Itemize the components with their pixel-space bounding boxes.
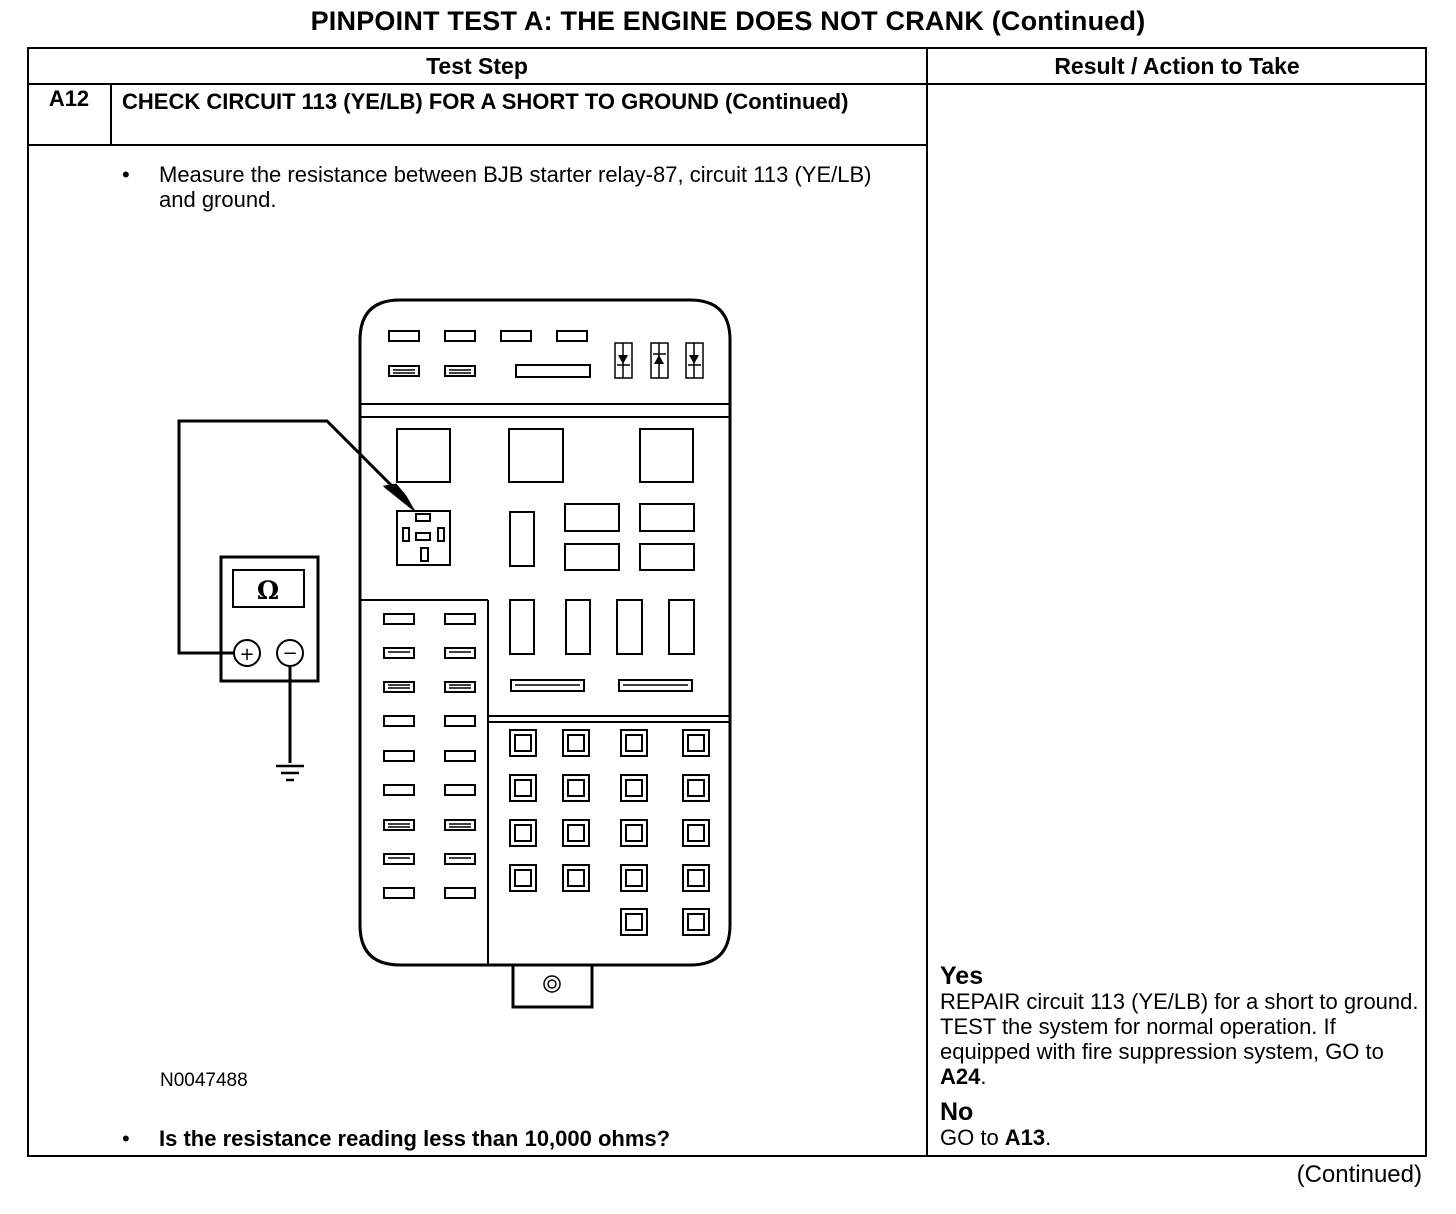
test-step-header: Test Step xyxy=(426,53,528,79)
figure-id: N0047488 xyxy=(160,1070,248,1091)
ohmmeter xyxy=(219,555,320,683)
mount-tab xyxy=(511,963,594,1009)
column-divider xyxy=(926,47,928,1157)
result-yes: Yes REPAIR circuit 113 (YE/LB) for a sho… xyxy=(940,963,1420,1089)
result-no: No GO to A13. xyxy=(940,1099,1420,1150)
page-title: PINPOINT TEST A: THE ENGINE DOES NOT CRA… xyxy=(310,6,1146,36)
ground-symbol-icon xyxy=(276,764,304,782)
no-heading: No xyxy=(940,1098,974,1126)
relays xyxy=(396,428,695,692)
yes-action: REPAIR circuit 113 (YE/LB) for a short t… xyxy=(940,989,1419,1089)
step-id: A12 xyxy=(48,86,90,111)
no-action: GO to A13. xyxy=(940,1125,1052,1150)
step-title-rule xyxy=(27,144,927,146)
maxi-fuse-grid xyxy=(509,729,710,936)
step-title: CHECK CIRCUIT 113 (YE/LB) FOR A SHORT TO… xyxy=(122,89,849,114)
fuse-box-outline xyxy=(358,298,732,967)
positive-test-lead xyxy=(177,419,402,655)
plus-symbol: + xyxy=(239,644,254,665)
yes-goto-ref: A24 xyxy=(940,1064,981,1089)
result-header: Result / Action to Take xyxy=(1054,53,1300,79)
step-id-divider xyxy=(110,83,112,145)
bullet-dot: • xyxy=(122,1126,130,1151)
mini-fuse-column xyxy=(383,613,476,899)
bullet-dot: • xyxy=(122,162,130,187)
ohm-symbol: Ω xyxy=(257,576,279,605)
header-rule xyxy=(27,83,1427,85)
minus-symbol: − xyxy=(282,643,297,664)
ohmmeter-display xyxy=(232,569,305,608)
starter-relay-socket xyxy=(396,510,451,566)
question-text: Is the resistance reading less than 10,0… xyxy=(159,1126,671,1151)
test-table xyxy=(27,47,1427,1157)
mount-hole xyxy=(543,975,561,993)
instruction-text: Measure the resistance between BJB start… xyxy=(159,162,872,212)
continued-note: (Continued) xyxy=(1296,1161,1422,1188)
no-goto-ref: A13 xyxy=(1004,1125,1046,1150)
top-mini-fuses xyxy=(388,330,591,378)
yes-heading: Yes xyxy=(940,962,984,990)
